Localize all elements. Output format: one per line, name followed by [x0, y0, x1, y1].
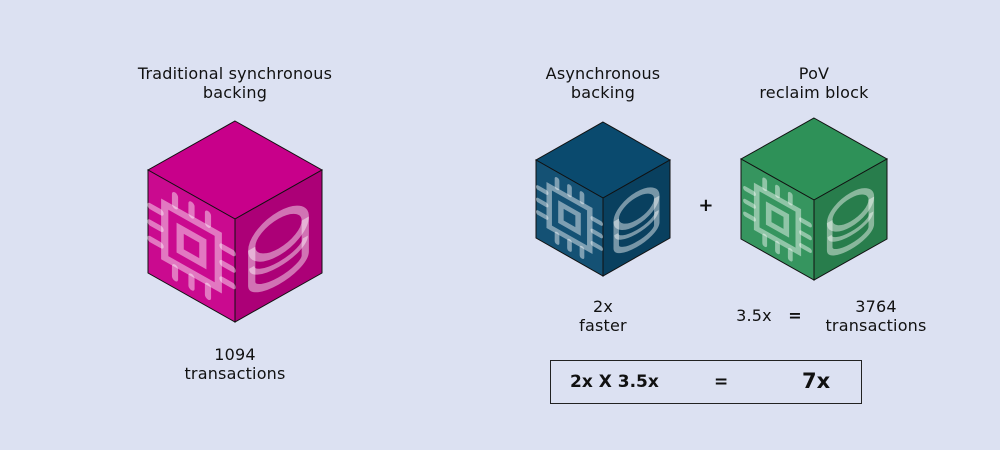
traditional-title-line2: backing — [202, 83, 268, 102]
equation-left: 2x X 3.5x — [570, 372, 659, 392]
cube-right-face — [813, 158, 888, 281]
coin-stack-icon — [613, 187, 660, 254]
pov-equals: = — [788, 306, 802, 325]
traditional-count-label: transactions — [184, 364, 286, 383]
cpu-chip-icon — [147, 191, 236, 301]
async-factor-label: faster — [579, 316, 627, 335]
traditional-count-value: 1094 — [214, 345, 256, 364]
traditional-cube — [146, 120, 324, 323]
pov-count-label: transactions — [825, 316, 927, 335]
cube-right-face — [602, 159, 671, 277]
async-factor-value: 2x — [592, 297, 614, 316]
pov-title-line2: reclaim block — [759, 83, 869, 102]
equation-result: 7x — [802, 369, 831, 393]
cpu-chip-icon — [535, 177, 604, 259]
pov-factor: 3.5x — [736, 306, 772, 325]
pov-title-line1: PoV — [798, 64, 830, 83]
coin-stack-icon — [248, 205, 309, 293]
async-cube — [534, 121, 672, 277]
equation-equals: = — [714, 372, 729, 392]
async-title-line2: backing — [570, 83, 636, 102]
cpu-chip-icon — [743, 177, 812, 262]
pov-cube — [739, 117, 889, 281]
coin-stack-icon — [826, 188, 875, 256]
pov-count-value: 3764 — [855, 297, 897, 316]
equation-box — [550, 360, 862, 404]
cube-right-face — [234, 169, 323, 323]
plus-sign: + — [698, 195, 714, 216]
async-title-line1: Asynchronous — [545, 64, 661, 83]
traditional-title-line1: Traditional synchronous — [137, 64, 333, 83]
